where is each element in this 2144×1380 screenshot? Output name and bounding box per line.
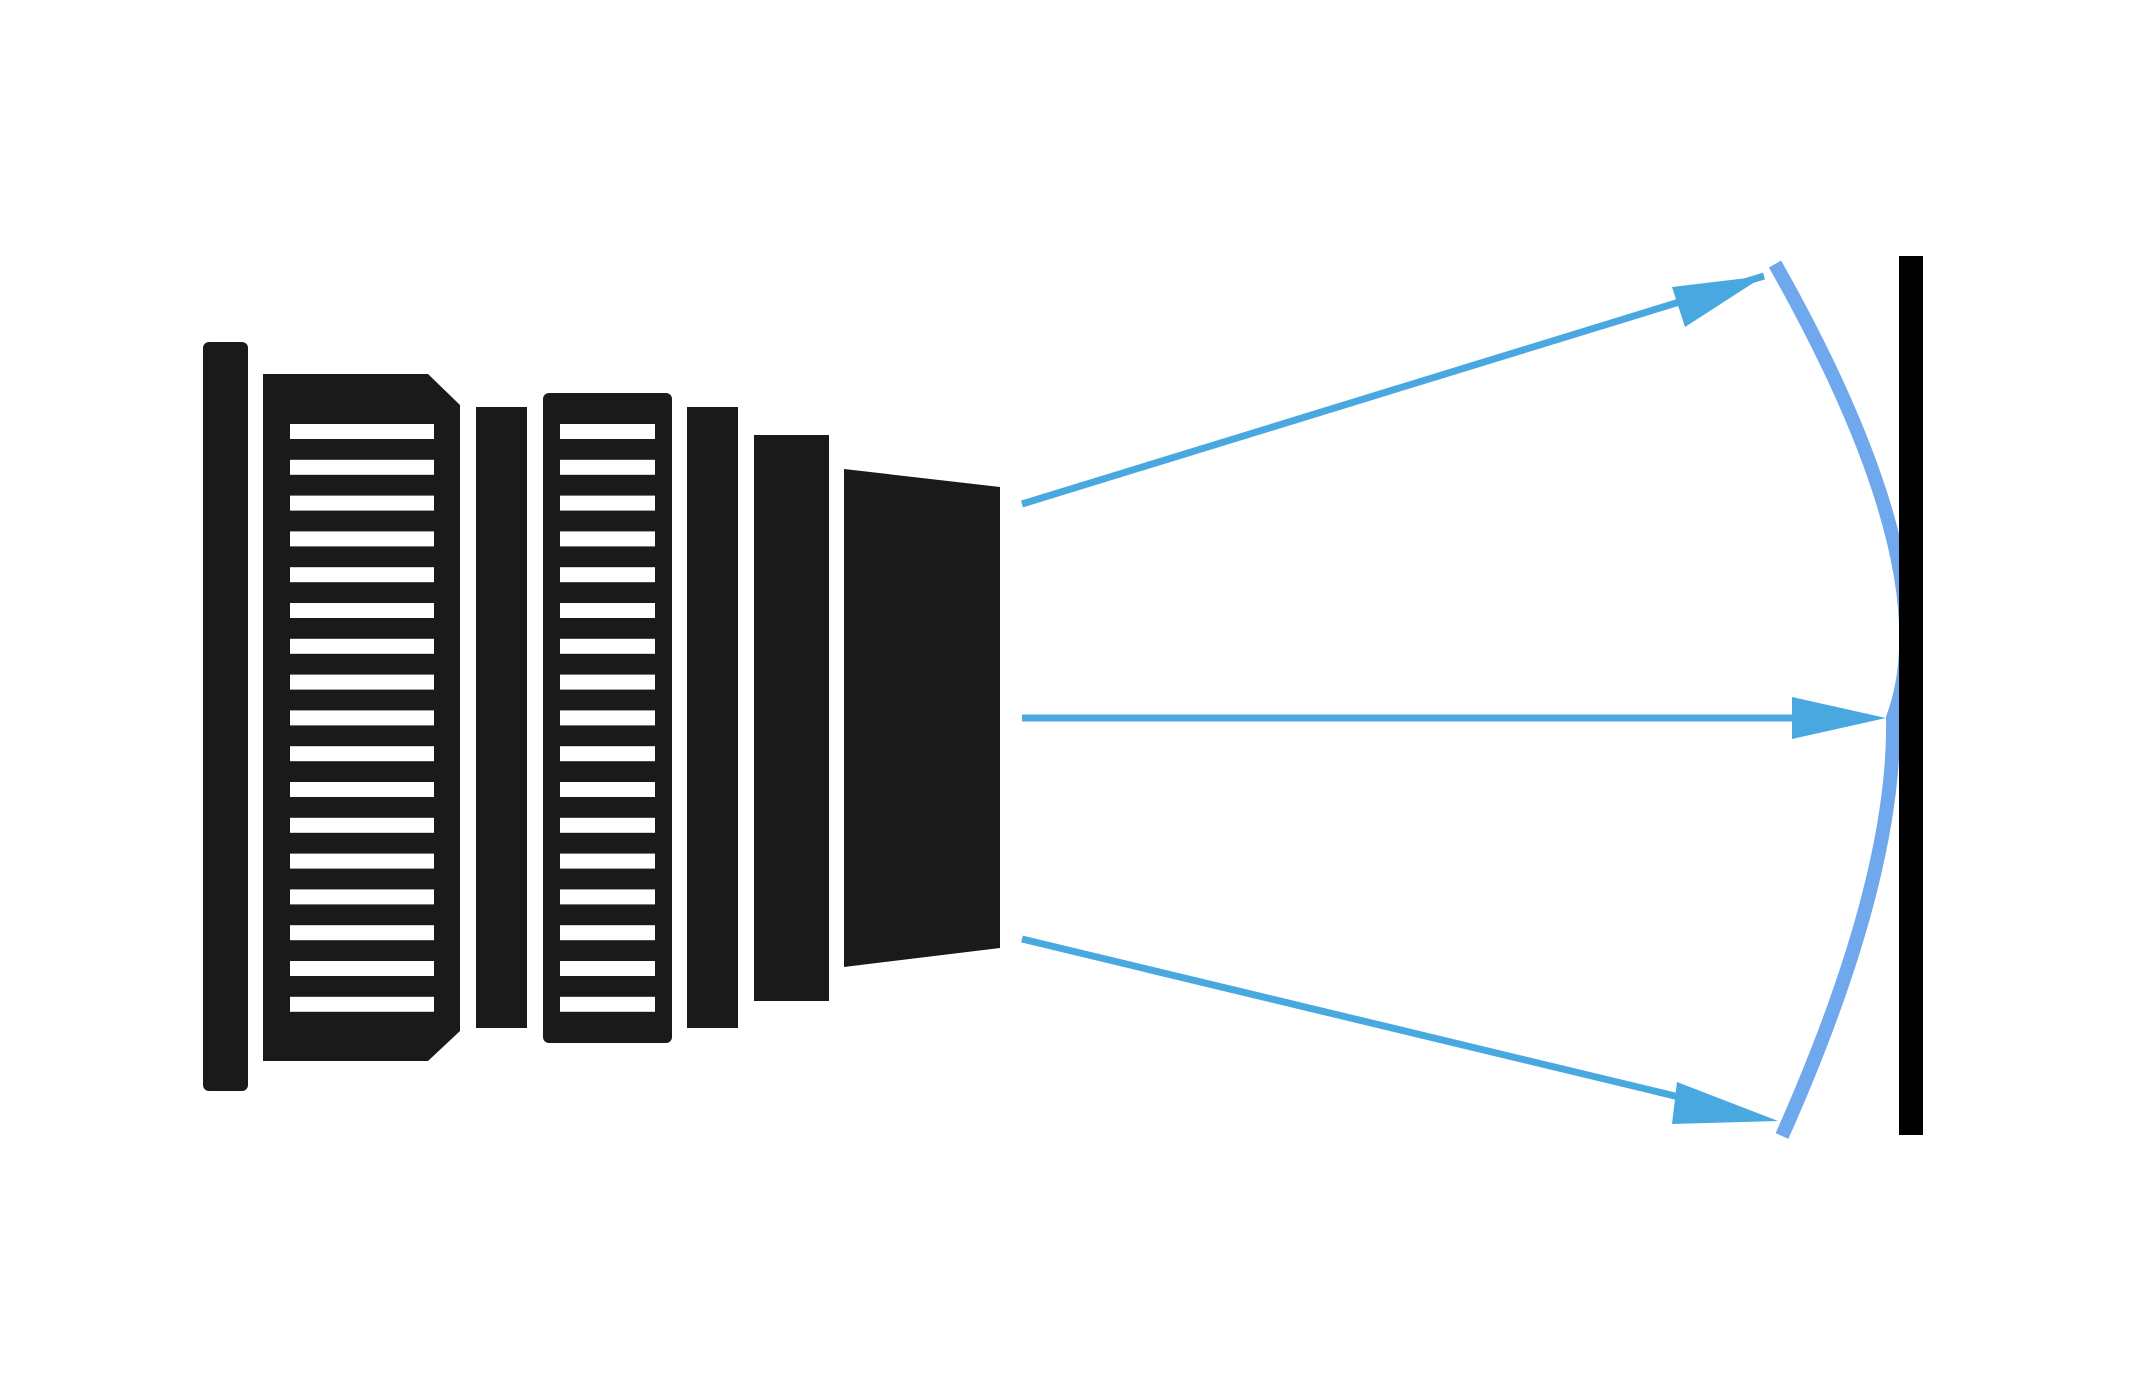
zoom-ring-grip-line xyxy=(560,746,655,762)
focus-ring-grip-line xyxy=(290,674,434,690)
zoom-ring-grip-line xyxy=(560,925,655,941)
zoom-ring-grip-lines xyxy=(560,424,655,1012)
zoom-ring-grip-line xyxy=(560,638,655,654)
focus-ring-grip-line xyxy=(290,567,434,583)
lens-rear-flange xyxy=(203,342,248,1091)
focus-ring-grip-lines xyxy=(290,424,434,1012)
ray-upper xyxy=(1020,272,1766,508)
zoom-ring-grip-line xyxy=(560,817,655,833)
lens-front-barrel xyxy=(754,435,829,1001)
ray-lower-arrowhead-icon xyxy=(1672,1082,1778,1124)
zoom-ring-grip-line xyxy=(560,567,655,583)
focus-ring-grip-line xyxy=(290,603,434,618)
zoom-ring-grip-line xyxy=(560,889,655,905)
focus-ring-grip-line xyxy=(290,459,434,475)
curved-focal-plane xyxy=(1768,260,1914,1139)
focus-ring-grip-line xyxy=(290,710,434,726)
focus-ring-grip-line xyxy=(290,817,434,833)
focus-ring-grip-line xyxy=(290,853,434,869)
camera-lens-icon xyxy=(203,342,1000,1091)
zoom-ring-grip-line xyxy=(560,495,655,511)
focus-ring-grip-line xyxy=(290,925,434,941)
lens-spacer-ring-2 xyxy=(687,407,738,1028)
focus-ring-grip-line xyxy=(290,746,434,762)
focus-ring-grip-line xyxy=(290,424,434,439)
zoom-ring-grip-line xyxy=(560,996,655,1012)
lens-front-element xyxy=(844,469,1000,967)
flat-sensor-plane xyxy=(1899,256,1923,1135)
focus-ring-grip-line xyxy=(290,638,434,654)
zoom-ring-grip-line xyxy=(560,459,655,475)
light-rays xyxy=(1020,272,1886,1124)
zoom-ring-grip-line xyxy=(560,853,655,869)
focus-ring-grip-line xyxy=(290,531,434,547)
zoom-ring-grip-line xyxy=(560,782,655,797)
focus-ring-grip-line xyxy=(290,495,434,511)
zoom-ring-grip-line xyxy=(560,710,655,726)
zoom-ring-grip-line xyxy=(560,674,655,690)
zoom-ring-grip-line xyxy=(560,424,655,439)
lens-spacer-ring-1 xyxy=(476,407,527,1028)
zoom-ring-grip-line xyxy=(560,603,655,618)
focus-ring-grip-line xyxy=(290,996,434,1012)
focus-ring-grip-line xyxy=(290,889,434,905)
ray-center-arrowhead-icon xyxy=(1792,697,1886,739)
zoom-ring-grip-line xyxy=(560,531,655,547)
ray-upper-arrowhead-icon xyxy=(1672,276,1764,327)
focus-ring-grip-line xyxy=(290,961,434,976)
zoom-ring-grip-line xyxy=(560,961,655,976)
ray-lower xyxy=(1021,935,1701,1106)
focus-ring-grip-line xyxy=(290,782,434,797)
